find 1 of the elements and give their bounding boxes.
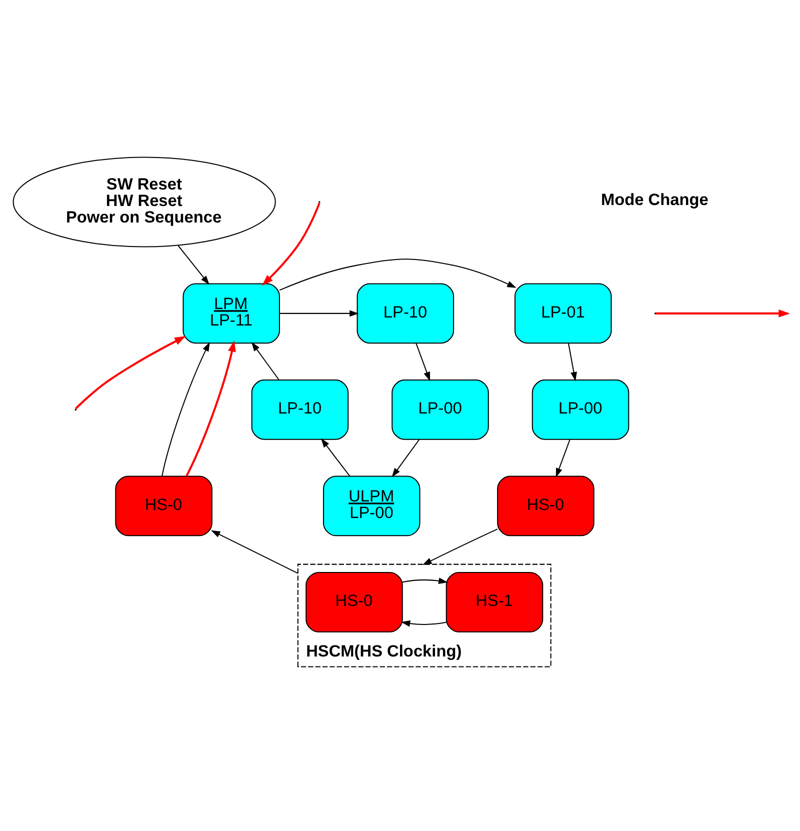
legend-label: Mode Change: [600, 190, 708, 208]
